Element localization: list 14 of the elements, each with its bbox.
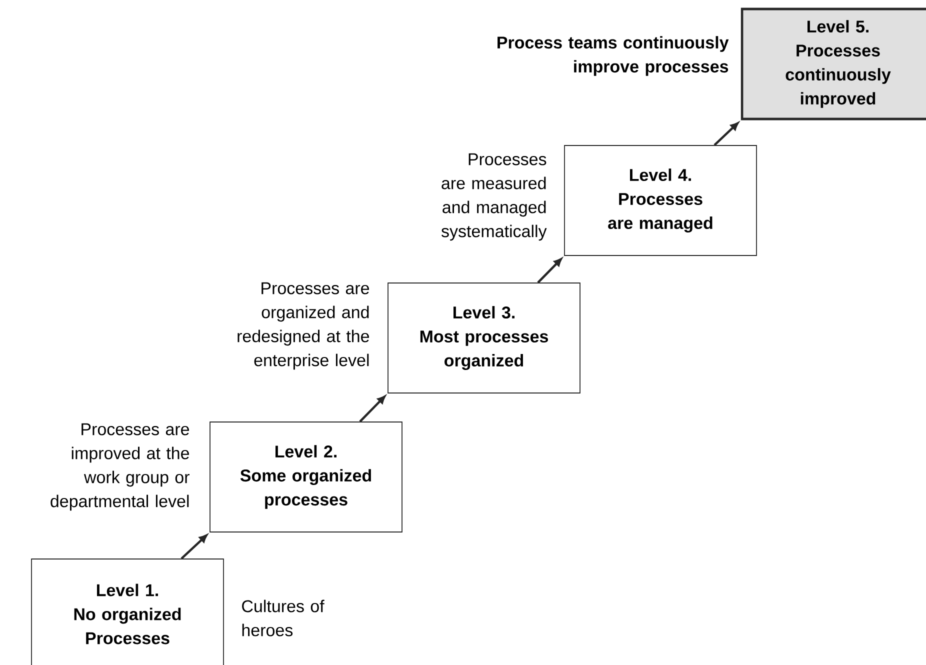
level-box: Level 1. No organized Processes	[31, 558, 224, 665]
arrow	[714, 122, 738, 146]
arrow	[537, 258, 562, 284]
description-text: Cultures of heroes	[242, 600, 324, 636]
description-text: Processes are measured and managed systematically	[441, 153, 547, 241]
highlighted-level-box: Level 5. Processes continuously improved	[740, 8, 926, 120]
level-box: Level 4. Processes are managed	[564, 145, 757, 256]
description-text: Processes are organized and redesigned at the enterprise level	[238, 282, 370, 370]
arrow	[359, 396, 386, 422]
description-text: Process teams continuously improve processes	[498, 36, 729, 76]
level-box: Level 2. Some organized processes	[210, 422, 402, 532]
arrow	[180, 534, 208, 560]
description-text: Processes are improved at the work group or departmental level	[50, 423, 190, 511]
level-box: Level 3. Most processes organized	[388, 282, 580, 394]
